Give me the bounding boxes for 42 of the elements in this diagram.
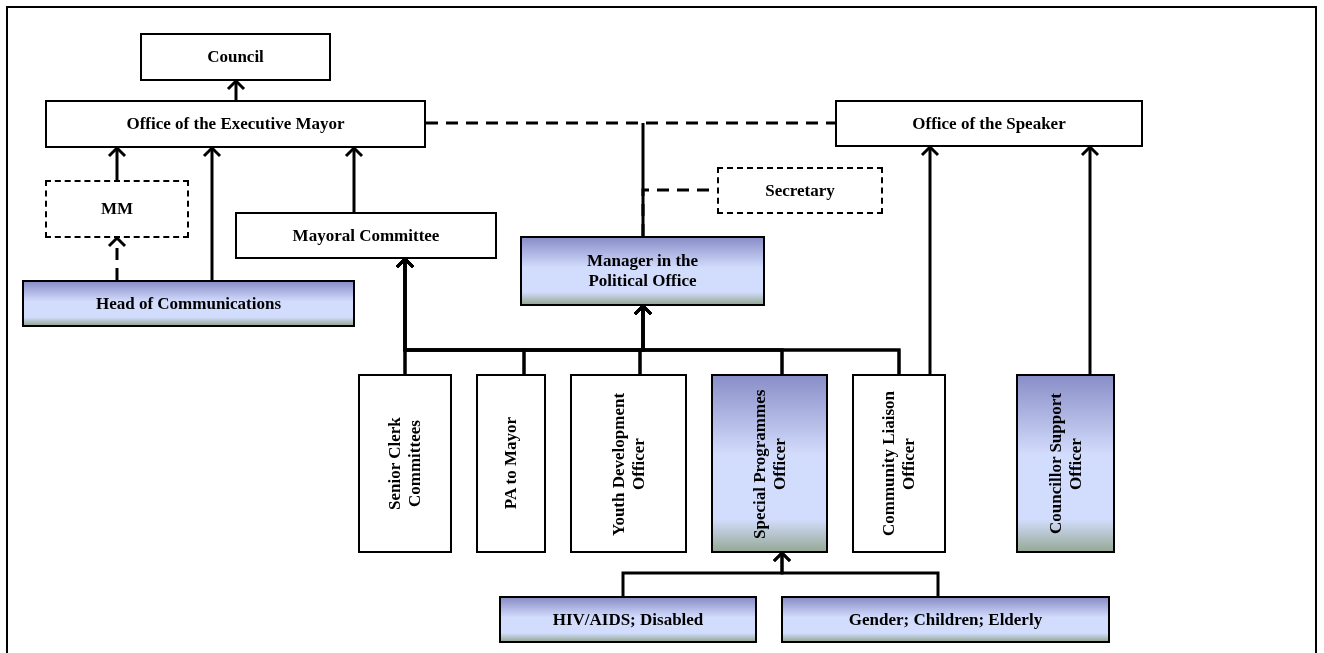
- arrow: [344, 146, 364, 212]
- org-box: [499, 596, 757, 643]
- connector-line: [426, 121, 835, 125]
- arrow: [226, 79, 246, 100]
- box-label: Special Programmes Officer: [749, 388, 790, 539]
- box-label: Office of the Executive Mayor: [126, 114, 345, 134]
- org-box: [358, 374, 452, 553]
- org-box: [140, 33, 331, 81]
- org-box: [852, 374, 946, 553]
- box-label: Youth Development Officer: [608, 390, 649, 538]
- org-box: [711, 374, 828, 553]
- org-box: [22, 280, 355, 327]
- org-box: [476, 374, 546, 553]
- org-box: [835, 100, 1143, 147]
- org-box: [520, 236, 765, 306]
- box-label: Office of the Speaker: [912, 113, 1066, 134]
- org-box: [1016, 374, 1115, 553]
- box-label: Community Liaison Officer: [879, 390, 919, 538]
- box-label: Manager in the Political Office: [585, 251, 700, 291]
- org-box: [45, 100, 426, 148]
- box-label: Secretary: [765, 180, 835, 201]
- box-label: PA to Mayor: [501, 417, 521, 510]
- dashed-org-box: [45, 180, 189, 238]
- box-label: Mayoral Committee: [292, 225, 440, 246]
- box-label: Gender; Children; Elderly: [848, 609, 1043, 630]
- box-label: Councillor Support Officer: [1045, 392, 1086, 536]
- arrow: [107, 236, 127, 280]
- box-label: Senior Clerk Committees: [385, 416, 425, 512]
- box-label: HIV/AIDS; Disabled: [552, 609, 704, 630]
- org-box: [570, 374, 687, 553]
- arrow: [920, 145, 940, 374]
- org-box: [235, 212, 497, 259]
- box-label: MM: [100, 199, 134, 219]
- dashed-org-box: [717, 167, 883, 214]
- org-box: [781, 596, 1110, 643]
- box-label: Council: [207, 47, 264, 67]
- arrow: [107, 146, 127, 180]
- box-label: Head of Communications: [95, 293, 282, 314]
- arrow: [633, 304, 901, 374]
- arrow: [772, 551, 940, 596]
- arrow: [202, 146, 222, 280]
- arrow: [1080, 145, 1100, 374]
